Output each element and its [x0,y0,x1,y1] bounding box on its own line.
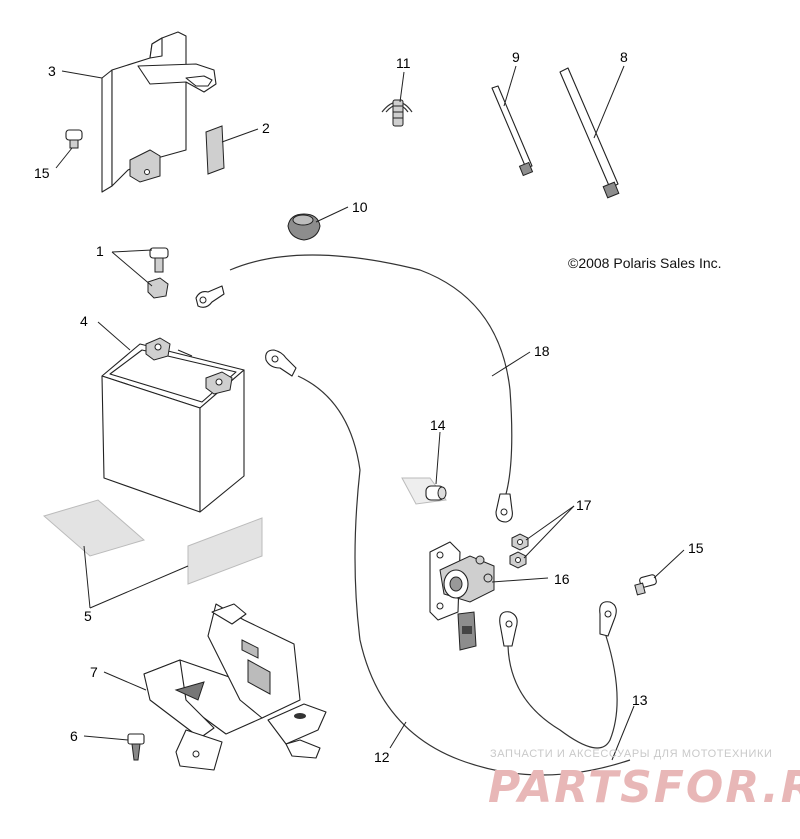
callout-8: 8 [620,49,628,65]
leader-lines [55,65,685,761]
terminal-cap [287,213,321,241]
callout-16: 16 [554,571,570,587]
battery-pads [42,499,263,585]
callout-9: 9 [512,49,520,65]
battery-tray [143,603,327,771]
ring-terminal-top [195,285,225,308]
cable-tie-small [491,85,534,177]
flange-screw [401,477,447,505]
callout-14: 14 [430,417,446,433]
callout-18: 18 [534,343,550,359]
flange-screw-top [65,129,83,149]
cable-tie-large [559,67,620,199]
bolt [149,247,169,273]
ring-terminal-13b [599,601,617,637]
callout-15: 15 [34,165,50,181]
callout-4: 4 [80,313,88,329]
watermark-brand: PARTSFOR.RU [488,762,800,813]
watermark-tagline: ЗАПЧАСТИ И АКСЕССУАРЫ ДЛЯ МОТОТЕХНИКИ [490,748,772,760]
callout-11: 11 [396,55,411,71]
battery [101,337,245,513]
starter-solenoid [429,541,495,651]
callout-2: 2 [262,120,270,136]
callout-17: 17 [576,497,592,513]
harness-clip [381,99,413,127]
ring-terminal-13a [499,611,518,647]
nuts [509,533,529,569]
callout-7: 7 [90,664,98,680]
callout-5: 5 [84,608,92,624]
callout-3: 3 [48,63,56,79]
positive-cable [507,635,618,749]
copyright-notice: ©2008 Polaris Sales Inc. [568,255,722,271]
negative-cable [297,375,631,776]
label-decal [205,125,225,175]
battery-bracket [101,31,217,193]
screw [127,733,145,761]
callout-12: 12 [374,749,390,765]
callout-13: 13 [632,692,648,708]
nut [147,277,169,299]
callout-10: 10 [352,199,368,215]
callout-6: 6 [70,728,78,744]
callout-1: 1 [96,243,104,259]
ring-terminal-18 [495,493,513,523]
ring-terminal-12 [265,349,297,377]
callout-15-right: 15 [688,540,704,556]
callout-labels: 3 2 15 11 9 8 10 1 4 18 14 17 15 16 5 7 … [34,49,704,765]
flange-screw-right [634,574,657,596]
cable [229,254,513,495]
